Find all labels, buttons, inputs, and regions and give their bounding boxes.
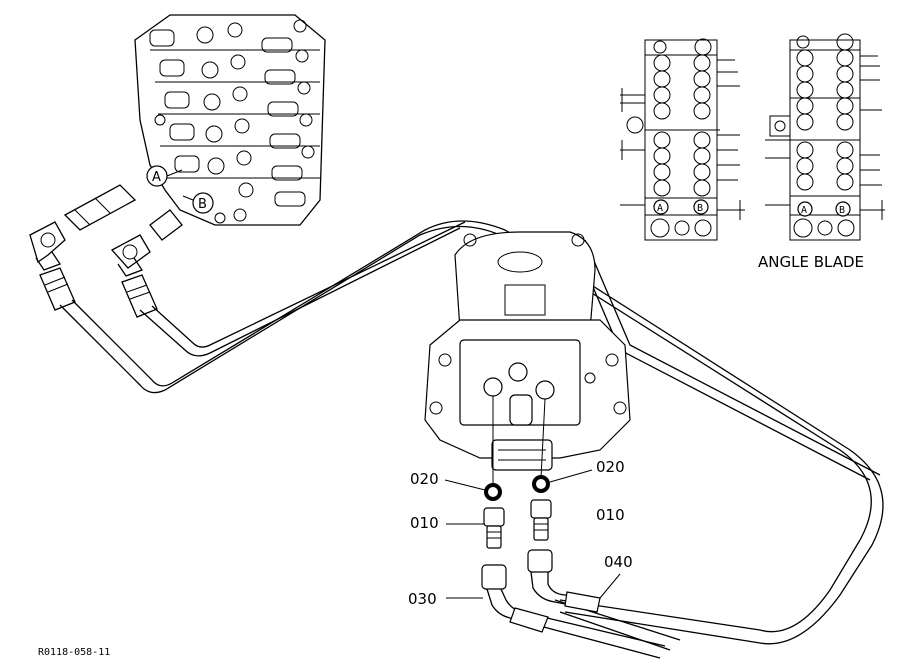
label-010-right: 010 [596,506,625,524]
o-ring-left [484,483,502,501]
o-ring-right [532,475,550,493]
valve-port-a-fitting [29,184,137,271]
left-hose-ends [39,267,158,318]
adapter-right [530,499,552,541]
travel-motor [424,231,631,471]
adapter-left [483,507,505,549]
schematic1-callout-a: A [653,199,669,215]
label-040: 040 [604,553,633,571]
label-020-right: 020 [596,458,625,476]
control-valve [134,14,326,226]
callout-a: A [146,165,168,187]
label-010-left: 010 [410,514,439,532]
port-b-leader [540,398,546,479]
schematic-1 [620,38,745,241]
schematic2-callout-a-label: A [801,205,807,216]
drawing-code: R0118-058-11 [38,647,110,658]
schematic1-callout-a-label: A [657,203,663,214]
schematic-caption: ANGLE BLADE [758,253,864,271]
label-020-left: 020 [410,470,439,488]
hose-030 [481,549,666,659]
callout-a-label: A [152,170,161,185]
schematic2-callout-a: A [797,201,813,217]
schematic1-callout-b-label: B [697,203,703,214]
callout-b-label: B [198,197,207,212]
callout-b: B [192,192,214,214]
schematic-2 [765,33,885,241]
label-030: 030 [408,590,437,608]
schematic2-callout-b: B [835,201,851,217]
valve-port-b-fitting [110,209,183,277]
schematic1-callout-b: B [693,199,709,215]
schematic2-callout-b-label: B [839,205,845,216]
